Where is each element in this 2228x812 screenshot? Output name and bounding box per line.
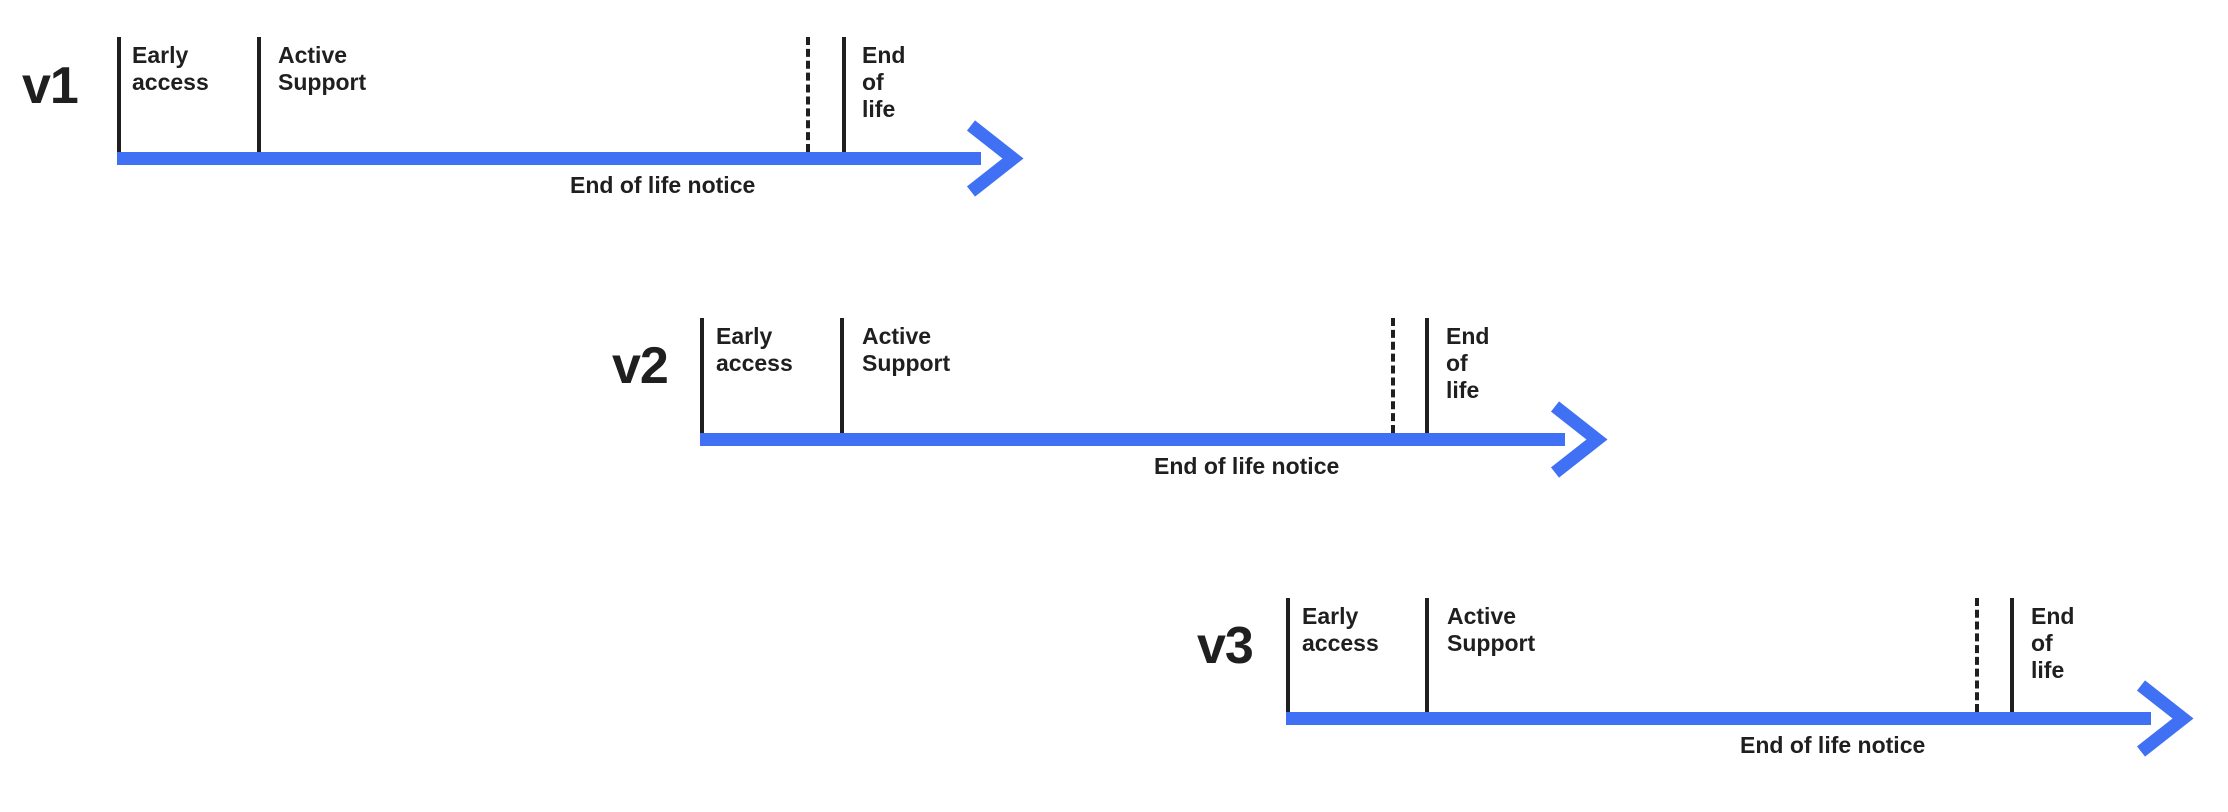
- version-label-v2: v2: [612, 337, 669, 395]
- phase-label: Active Support: [862, 323, 951, 377]
- phase-divider-dashed: [1391, 318, 1395, 433]
- phase-divider-dashed: [806, 37, 810, 152]
- arrow-shaft: [700, 433, 1565, 446]
- timeline-arrow: [700, 400, 1608, 479]
- end-of-life-notice-label: End of life notice: [1740, 732, 1926, 758]
- end-of-life-notice-label: End of life notice: [570, 172, 756, 198]
- phase-divider: [842, 37, 846, 152]
- phase-label: End of life: [2031, 603, 2075, 684]
- arrow-right-icon: [117, 120, 1024, 197]
- arrow-head: [2136, 680, 2194, 757]
- phase-divider: [1286, 598, 1290, 712]
- end-of-life-notice-label: End of life notice: [1154, 453, 1340, 479]
- phase-label: End of life: [862, 42, 906, 123]
- arrow-shaft: [1286, 712, 2151, 725]
- arrow-shaft: [117, 152, 981, 165]
- phase-label: Early access: [132, 42, 209, 96]
- arrow-right-icon: [700, 401, 1608, 478]
- phase-divider-dashed: [1975, 598, 1979, 712]
- phase-label: End of life: [1446, 323, 1490, 404]
- phase-label: Active Support: [1447, 603, 1536, 657]
- phase-label: Early access: [716, 323, 793, 377]
- phase-divider: [257, 37, 261, 152]
- phase-label: Early access: [1302, 603, 1379, 657]
- version-label-v3: v3: [1197, 617, 1254, 675]
- phase-divider: [700, 318, 704, 433]
- phase-divider: [2010, 598, 2014, 712]
- arrow-head: [1550, 401, 1608, 478]
- phase-label: Active Support: [278, 42, 367, 96]
- phase-divider: [840, 318, 844, 433]
- timeline-arrow: [117, 119, 1024, 198]
- timeline-arrow: [1286, 679, 2194, 758]
- phase-divider: [117, 37, 121, 152]
- arrow-right-icon: [1286, 680, 2194, 757]
- arrow-head: [966, 120, 1024, 197]
- phase-divider: [1425, 318, 1429, 433]
- phase-divider: [1425, 598, 1429, 712]
- version-label-v1: v1: [22, 57, 79, 115]
